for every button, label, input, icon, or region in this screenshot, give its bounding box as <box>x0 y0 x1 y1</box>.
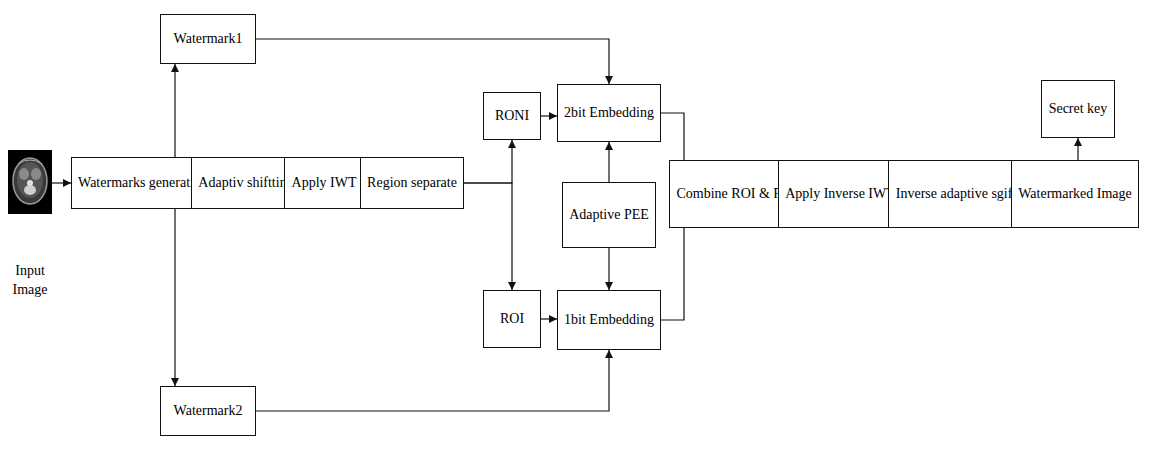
box-label: Adaptive PEE <box>566 206 652 224</box>
process-box: Watermark2 <box>160 386 256 436</box>
flow-arrow <box>464 183 512 290</box>
process-box: 2bit Embedding <box>557 84 661 142</box>
process-box: Region separate <box>360 157 464 209</box>
process-box: Apply Inverse IWT <box>778 160 902 228</box>
box-label: Secret key <box>1046 100 1111 118</box>
process-box: Adaptive PEE <box>562 182 656 248</box>
process-box: Secret key <box>1041 80 1115 138</box>
box-label: 2bit Embedding <box>561 104 657 122</box>
box-label: Watermark2 <box>171 402 246 420</box>
flow-arrow <box>1077 138 1078 160</box>
box-label: ROI <box>497 310 527 328</box>
flow-arrow <box>464 140 512 183</box>
flow-arrow <box>608 248 609 290</box>
input-image: Input Image <box>8 150 52 214</box>
image-caption: Input Image <box>4 262 56 300</box>
flow-arrow <box>174 209 175 386</box>
process-box: 1bit Embedding <box>557 290 661 350</box>
box-label: Watermarked Image <box>1015 185 1135 203</box>
flow-arrow <box>541 115 557 116</box>
process-box: Watermarked Image <box>1011 160 1139 228</box>
flow-arrow <box>608 142 609 182</box>
flow-arrow <box>256 350 609 411</box>
box-label: Region separate <box>364 174 460 192</box>
flow-arrow <box>541 318 557 319</box>
process-box: Apply IWT <box>284 157 364 209</box>
process-box: RONI <box>483 92 541 140</box>
mri-image <box>8 150 52 214</box>
flow-arrow <box>174 64 175 157</box>
process-box: ROI <box>483 290 541 348</box>
process-box: Watermark1 <box>160 14 256 64</box>
box-label: RONI <box>492 107 532 125</box>
box-label: Watermark1 <box>171 30 246 48</box>
box-label: Adaptiv shiftting <box>195 174 296 192</box>
box-label: Apply Inverse IWT <box>782 185 898 203</box>
box-label: 1bit Embedding <box>561 311 657 329</box>
flow-arrow <box>256 39 609 84</box>
flow-arrow <box>52 182 71 183</box>
box-label: Apply IWT <box>289 174 360 192</box>
